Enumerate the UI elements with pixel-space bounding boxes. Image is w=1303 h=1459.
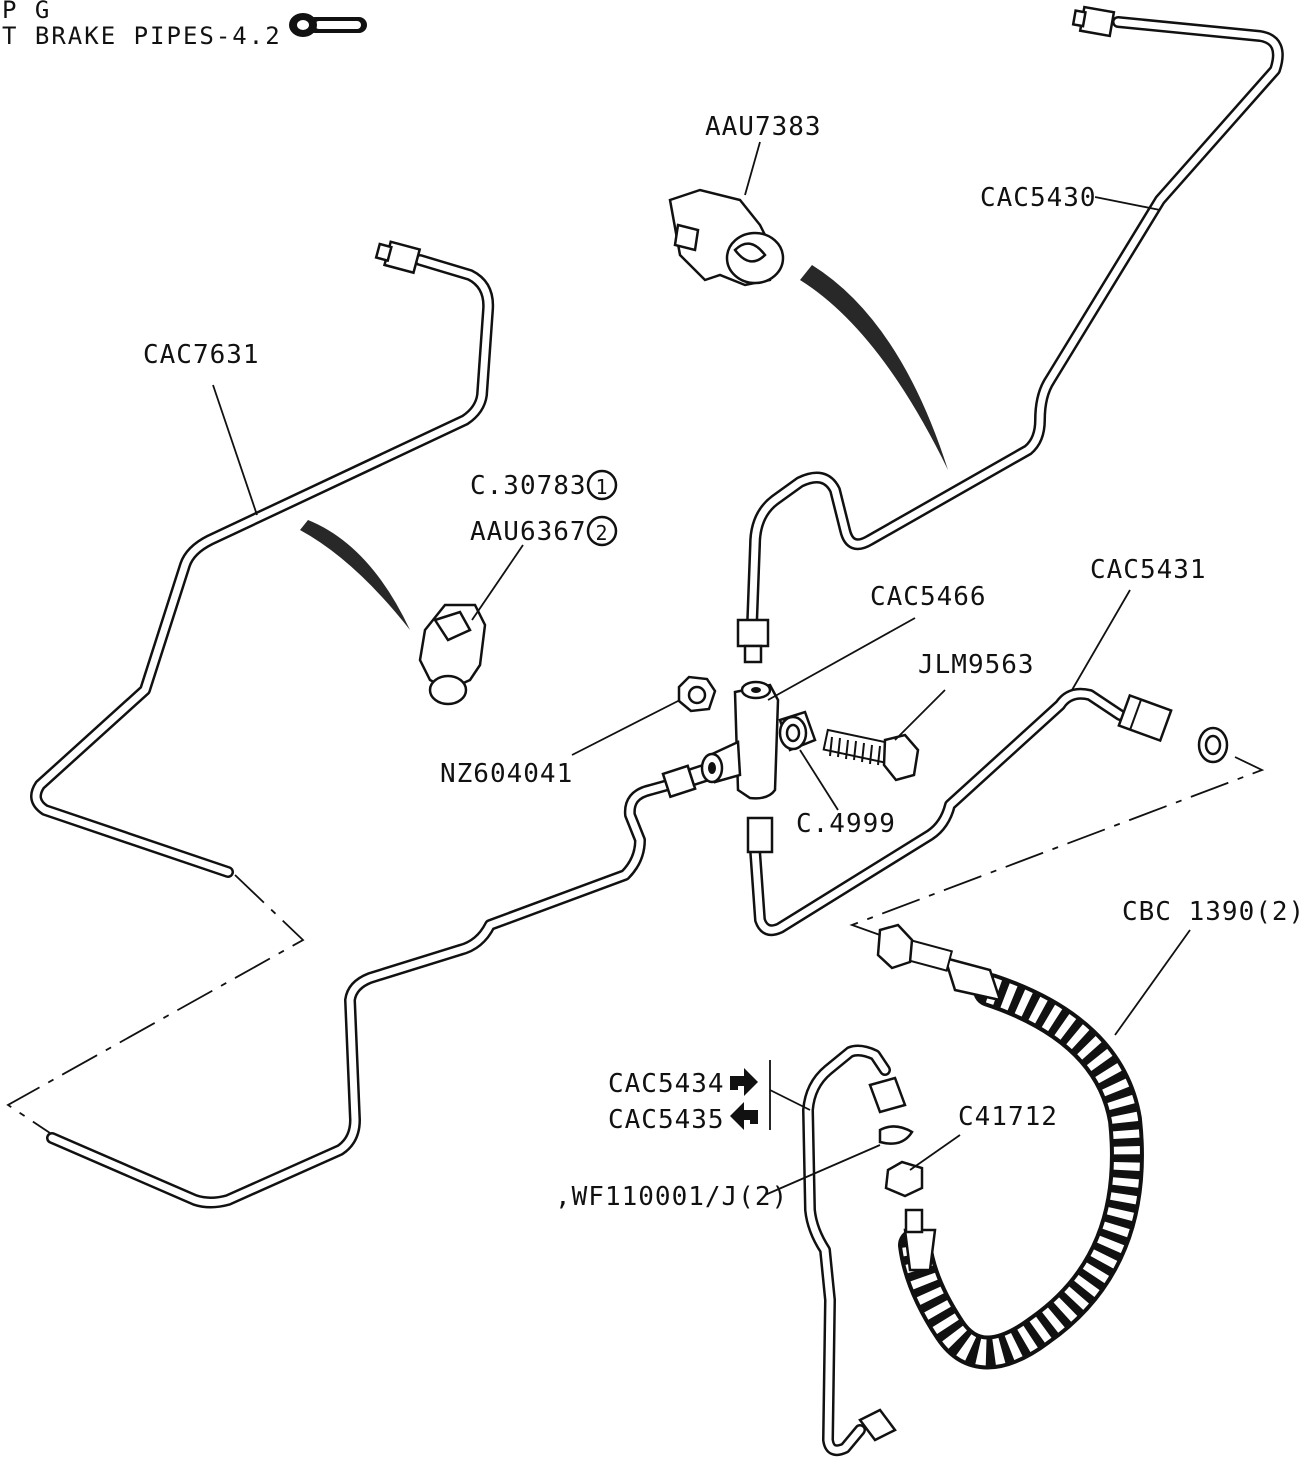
circle-1-text: 1	[595, 475, 608, 499]
pipe-cac5430	[736, 5, 1284, 664]
nut-nz604041	[677, 675, 717, 713]
break-line-right	[849, 756, 1265, 936]
lhd-arrow-icon	[730, 1102, 758, 1130]
header-line2: T BRAKE PIPES-4.2	[2, 22, 282, 50]
clip-aau7383	[668, 188, 785, 287]
label-c4999: C.4999	[796, 809, 896, 839]
circle-2-badge: 2	[586, 515, 618, 547]
label-c30783: C.30783	[470, 471, 587, 501]
label-aau6367: AAU6367	[470, 517, 587, 547]
circle-1-badge: 1	[586, 469, 618, 501]
break-line-left	[6, 874, 305, 1134]
junction-cac5466	[700, 680, 817, 800]
hose-cbc1390	[876, 923, 1144, 1370]
clip-aau7383-curve	[800, 265, 948, 470]
circle-2-text: 2	[595, 521, 608, 545]
label-cac5466: CAC5466	[870, 582, 987, 612]
label-cac5435: CAC5435	[608, 1105, 725, 1135]
clip-c30783	[418, 603, 487, 706]
label-cac5431: CAC5431	[1090, 555, 1207, 585]
rhd-arrow-icon	[730, 1068, 758, 1096]
header-line1: P G	[2, 0, 51, 24]
label-cbc1390: CBC 1390(2)	[1122, 897, 1303, 927]
brake-pipe-icon	[289, 13, 367, 37]
label-c41712: C41712	[958, 1102, 1058, 1132]
pipe-cac5434	[802, 1044, 907, 1457]
pipe-cac7631	[30, 240, 495, 878]
label-cac7631: CAC7631	[143, 340, 260, 370]
label-wf110001: ,WF110001/J(2)	[555, 1182, 788, 1212]
label-nz604041: NZ604041	[440, 759, 573, 789]
clip-c30783-curve	[300, 520, 410, 630]
label-cac5434: CAC5434	[608, 1069, 725, 1099]
pipe-cac7631-lower	[46, 763, 709, 1209]
label-aau7383: AAU7383	[705, 112, 822, 142]
label-cac5430: CAC5430	[980, 183, 1097, 213]
label-jlm9563: JLM9563	[918, 650, 1035, 680]
leader-lines	[212, 141, 1191, 1196]
bolt-jlm9563	[822, 728, 920, 782]
pipe-cac5431	[746, 687, 1229, 937]
